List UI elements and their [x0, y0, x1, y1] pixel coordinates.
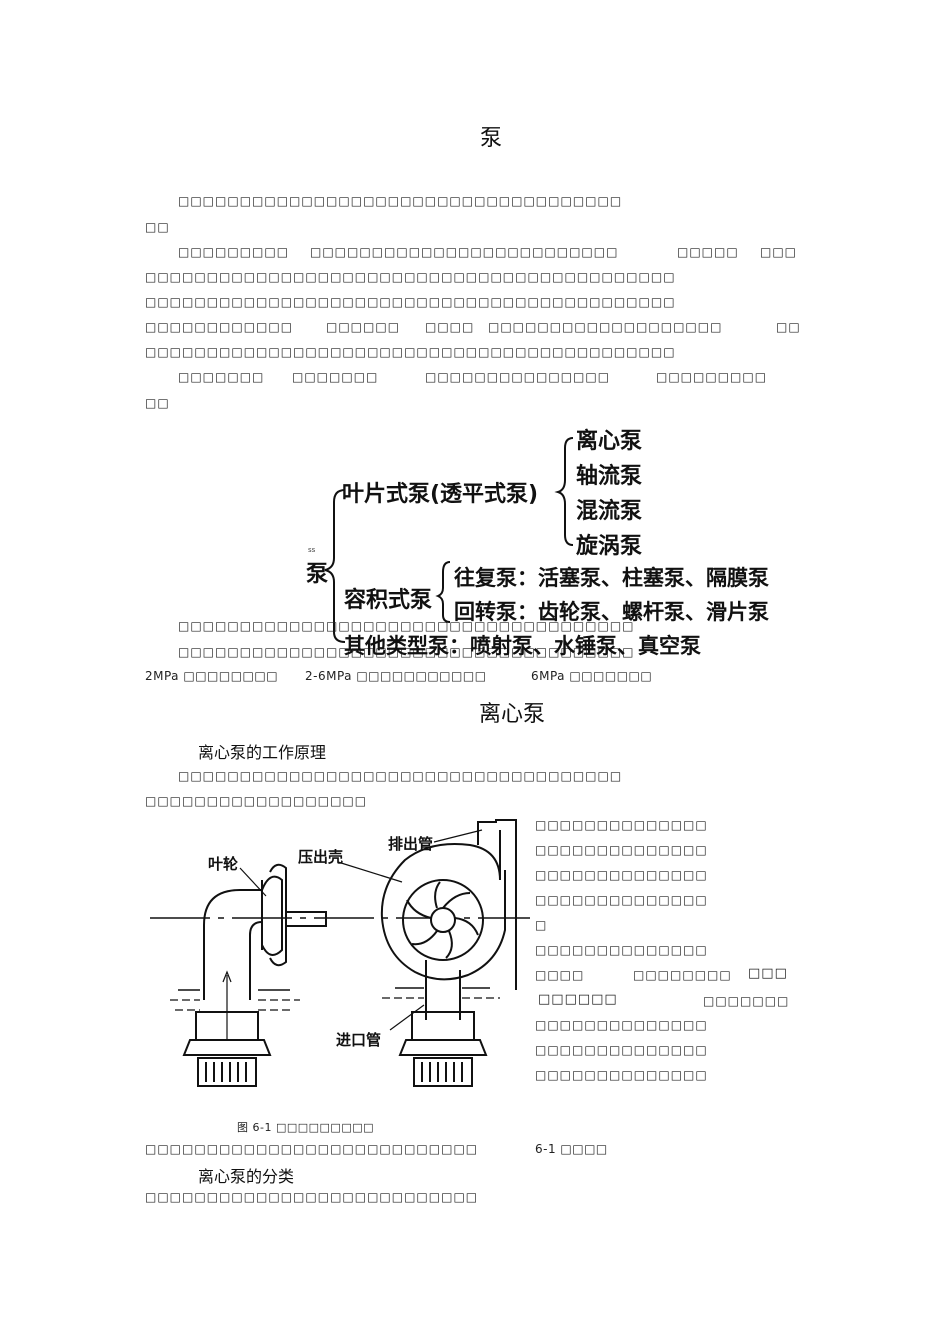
- tree-vane-item-3: 旋涡泵: [576, 534, 643, 559]
- right-col-line-1: □□□□□□□□□□□□□□: [535, 843, 708, 857]
- right-col-line-7a: □□□□□□: [538, 992, 618, 1007]
- after-tree-line-2: □□□□□□□□□□□□□□□□□□□□□□□□□□□□□□□□□□□□□: [178, 645, 635, 659]
- classification-line-1: □□□□□□□□□□□□□□□□□□□□□□□□□□□: [145, 1190, 479, 1204]
- intro-line-7b: □□□□□□□: [292, 370, 379, 384]
- intro-line-5c: □□□□: [425, 320, 475, 334]
- tree-other: 其他类型泵：喷射泵、水锤泵、真空泵: [344, 634, 701, 658]
- label-discharge: 排出管: [388, 835, 434, 853]
- intro-line-2b: □□□□□□□□□□□□□□□□□□□□□□□□□: [310, 245, 619, 259]
- intro-line-5a: □□□□□□□□□□□□: [145, 320, 294, 334]
- right-col-line-6a: □□□□: [535, 968, 585, 982]
- principle-line-1: □□□□□□□□□□□□□□□□□□□□□□□□□□□□□□□□□□□□: [178, 769, 623, 783]
- pressure-high: 6MPa □□□□□□□: [531, 669, 653, 683]
- right-col-tail-1: □□□□□□□□□□□□□□: [535, 1043, 708, 1057]
- after-figure-line-a: □□□□□□□□□□□□□□□□□□□□□□□□□□□: [145, 1142, 479, 1156]
- intro-line-7d: □□□□□□□□□: [656, 370, 768, 384]
- intro-line-2d: □□□: [760, 245, 798, 259]
- classification-heading: 离心泵的分类: [198, 1167, 295, 1186]
- label-impeller: 叶轮: [208, 855, 239, 873]
- tree-vane-item-0: 离心泵: [576, 429, 643, 454]
- intro-line-4: □□□□□□□□□□□□□□□□□□□□□□□□□□□□□□□□□□□□□□□□…: [145, 295, 676, 309]
- after-figure-line-b: 6-1 □□□□: [535, 1142, 608, 1156]
- intro-line-1: □□□□□□□□□□□□□□□□□□□□□□□□□□□□□□□□□□□□: [178, 194, 623, 208]
- intro-line-7a: □□□□□□□: [178, 370, 265, 384]
- right-col-tail-2: □□□□□□□□□□□□□□: [535, 1068, 708, 1082]
- right-col-line-5: □□□□□□□□□□□□□□: [535, 943, 708, 957]
- right-col-line-6c: □□□: [748, 966, 788, 981]
- intro-line-6: □□□□□□□□□□□□□□□□□□□□□□□□□□□□□□□□□□□□□□□□…: [145, 345, 676, 359]
- svg-text:ss: ss: [308, 546, 316, 554]
- tree-vane: 叶片式泵(透平式泵): [342, 482, 539, 507]
- intro-line-5e: □□: [776, 320, 801, 334]
- intro-line-3: □□□□□□□□□□□□□□□□□□□□□□□□□□□□□□□□□□□□□□□□…: [145, 270, 676, 284]
- after-tree-line-1: □□□□□□□□□□□□□□□□□□□□□□□□□□□□□□□□□□□□□: [178, 619, 635, 633]
- principle-heading: 离心泵的工作原理: [198, 743, 327, 762]
- intro-line-2a: □□□□□□□□□: [178, 245, 290, 259]
- page-title: 泵: [480, 126, 503, 151]
- label-inlet: 进口管: [336, 1031, 382, 1049]
- pressure-low: 2MPa □□□□□□□□: [145, 669, 279, 683]
- tree-vane-item-2: 混流泵: [576, 499, 643, 524]
- tree-rotary: 回转泵：齿轮泵、螺杆泵、滑片泵: [454, 600, 769, 624]
- intro-line-5b: □□□□□□: [326, 320, 401, 334]
- label-casing: 压出壳: [298, 848, 344, 866]
- intro-line-2c: □□□□□: [677, 245, 739, 259]
- tree-root: 泵: [306, 562, 329, 587]
- intro-line-5d: □□□□□□□□□□□□□□□□□□□: [488, 320, 723, 334]
- tree-volumetric: 容积式泵: [344, 588, 433, 613]
- figure-caption: 图 6-1 □□□□□□□□□: [237, 1121, 374, 1134]
- right-col-line-0: □□□□□□□□□□□□□□: [535, 818, 708, 832]
- section-title-centrifugal: 离心泵: [479, 702, 546, 727]
- right-col-line-6b: □□□□□□□□: [633, 968, 732, 982]
- principle-line-2: □□□□□□□□□□□□□□□□□□: [145, 794, 368, 808]
- pressure-mid: 2-6MPa □□□□□□□□□□□: [305, 669, 487, 683]
- right-col-line-2: □□□□□□□□□□□□□□: [535, 868, 708, 882]
- intro-line-1b: □□: [145, 220, 170, 234]
- intro-line-7e: □□: [145, 396, 170, 410]
- right-col-line-7b: □□□□□□□: [703, 994, 790, 1008]
- tree-reciprocating: 往复泵：活塞泵、柱塞泵、隔膜泵: [454, 566, 769, 590]
- intro-line-7c: □□□□□□□□□□□□□□□: [425, 370, 611, 384]
- tree-vane-item-1: 轴流泵: [576, 464, 643, 489]
- right-col-tail-0: □□□□□□□□□□□□□□: [535, 1018, 708, 1032]
- right-col-line-3: □□□□□□□□□□□□□□: [535, 893, 708, 907]
- right-col-line-4: □: [535, 918, 548, 932]
